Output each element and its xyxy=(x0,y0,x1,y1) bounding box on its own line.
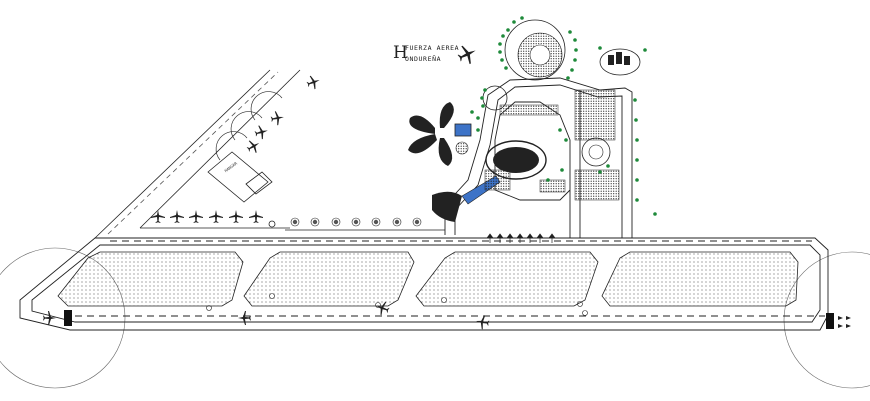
threshold-east xyxy=(826,313,834,329)
title-line-1: FUERZA AEREA xyxy=(405,44,460,52)
parking-blocks xyxy=(484,89,620,201)
title-initial: H xyxy=(393,43,408,63)
flower-plaza xyxy=(408,102,472,166)
parked-planes-diagonal xyxy=(244,73,323,156)
turning-circles xyxy=(0,247,870,389)
arrow-markers xyxy=(486,233,556,243)
hangar-building xyxy=(207,151,273,203)
threshold-west xyxy=(64,310,72,326)
terminal-building xyxy=(432,140,547,222)
taxiway-markers xyxy=(206,293,588,316)
landscape-circles xyxy=(482,19,641,167)
apron-plane-row xyxy=(151,210,263,223)
hangar-bays xyxy=(215,91,283,161)
grass-fields xyxy=(57,251,799,307)
flag-building xyxy=(608,52,630,65)
title-line-2: ONDUREÑA xyxy=(405,55,442,63)
apron-beacon xyxy=(268,220,276,228)
east-runway-markings xyxy=(838,316,851,328)
diagonal-taxiway xyxy=(94,69,301,239)
green-tree-dots xyxy=(470,16,657,216)
apron-tree-row xyxy=(290,217,422,227)
runway-centerline xyxy=(75,240,825,317)
